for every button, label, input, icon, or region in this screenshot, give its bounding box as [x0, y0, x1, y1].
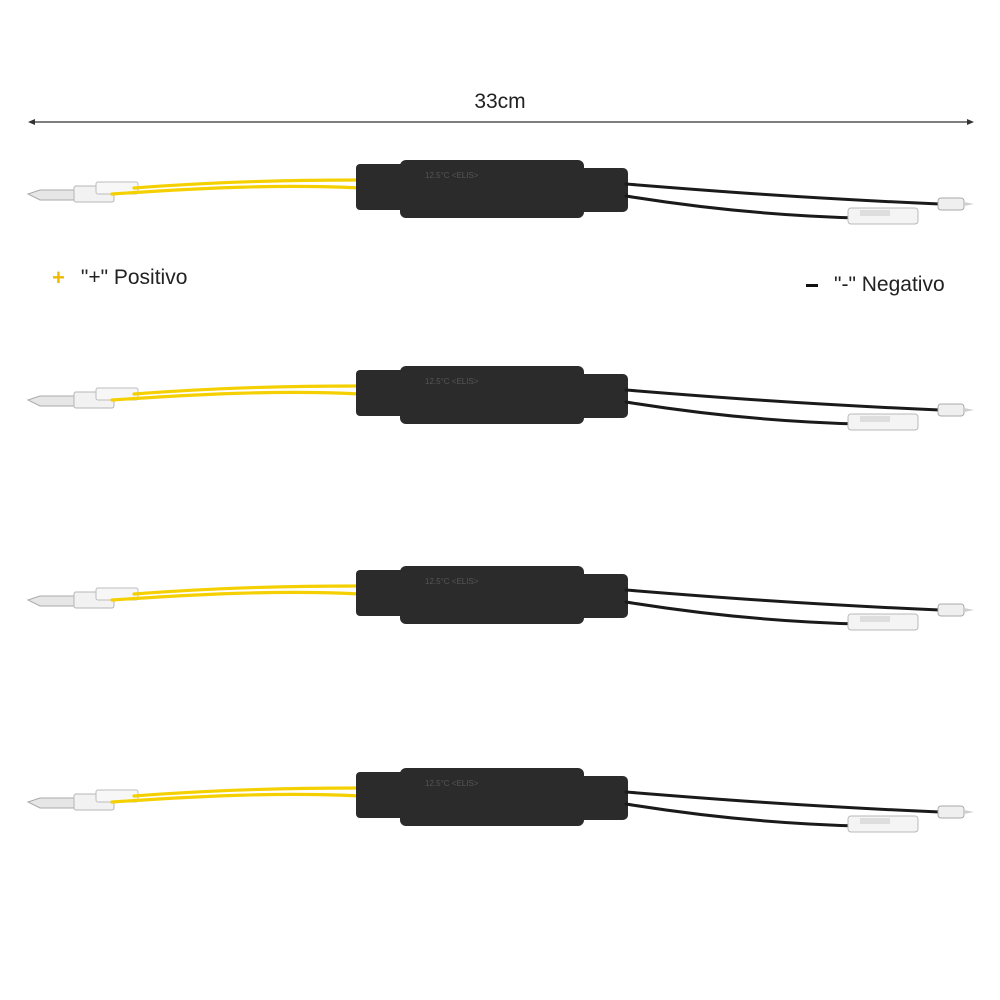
negative-wires	[624, 588, 942, 626]
svg-text:12.5°C <ELIS>: 12.5°C <ELIS>	[425, 171, 479, 180]
negative-connectors	[847, 197, 974, 225]
positive-wires	[110, 384, 362, 402]
positive-connector	[26, 789, 139, 811]
negative-legend: "-" Negativo	[806, 273, 945, 297]
load-resistor: 12.5°C <ELIS>	[0, 556, 1000, 636]
negative-wires	[624, 388, 942, 426]
resistor-body: 12.5°C <ELIS>	[356, 160, 628, 218]
negative-connectors	[847, 603, 974, 631]
resistor-body: 12.5°C <ELIS>	[356, 768, 628, 826]
positive-wires	[110, 584, 362, 602]
minus-icon	[806, 283, 818, 287]
svg-text:12.5°C <ELIS>: 12.5°C <ELIS>	[425, 779, 479, 788]
positive-connector	[26, 587, 139, 609]
resistor-body: 12.5°C <ELIS>	[356, 566, 628, 624]
load-resistor: 12.5°C <ELIS>	[0, 150, 1000, 230]
negative-connectors	[847, 805, 974, 833]
negative-wires	[624, 182, 942, 220]
positive-wires	[110, 786, 362, 804]
positive-connector	[26, 181, 139, 203]
svg-text:12.5°C <ELIS>: 12.5°C <ELIS>	[425, 577, 479, 586]
load-resistor: 12.5°C <ELIS>	[0, 356, 1000, 436]
length-dimension-line	[28, 119, 974, 125]
load-resistor: 12.5°C <ELIS>	[0, 758, 1000, 838]
positive-label: "+" Positivo	[80, 266, 188, 289]
svg-text:12.5°C <ELIS>: 12.5°C <ELIS>	[425, 377, 479, 386]
resistor-body: 12.5°C <ELIS>	[356, 366, 628, 424]
positive-connector	[26, 387, 139, 409]
negative-connectors	[847, 403, 974, 431]
negative-wires	[624, 790, 942, 828]
negative-label: "-" Negativo	[834, 273, 945, 296]
positive-wires	[110, 178, 362, 196]
positive-legend: + "+" Positivo	[52, 266, 187, 290]
length-label: 33cm	[474, 90, 526, 113]
plus-icon: +	[52, 265, 65, 290]
